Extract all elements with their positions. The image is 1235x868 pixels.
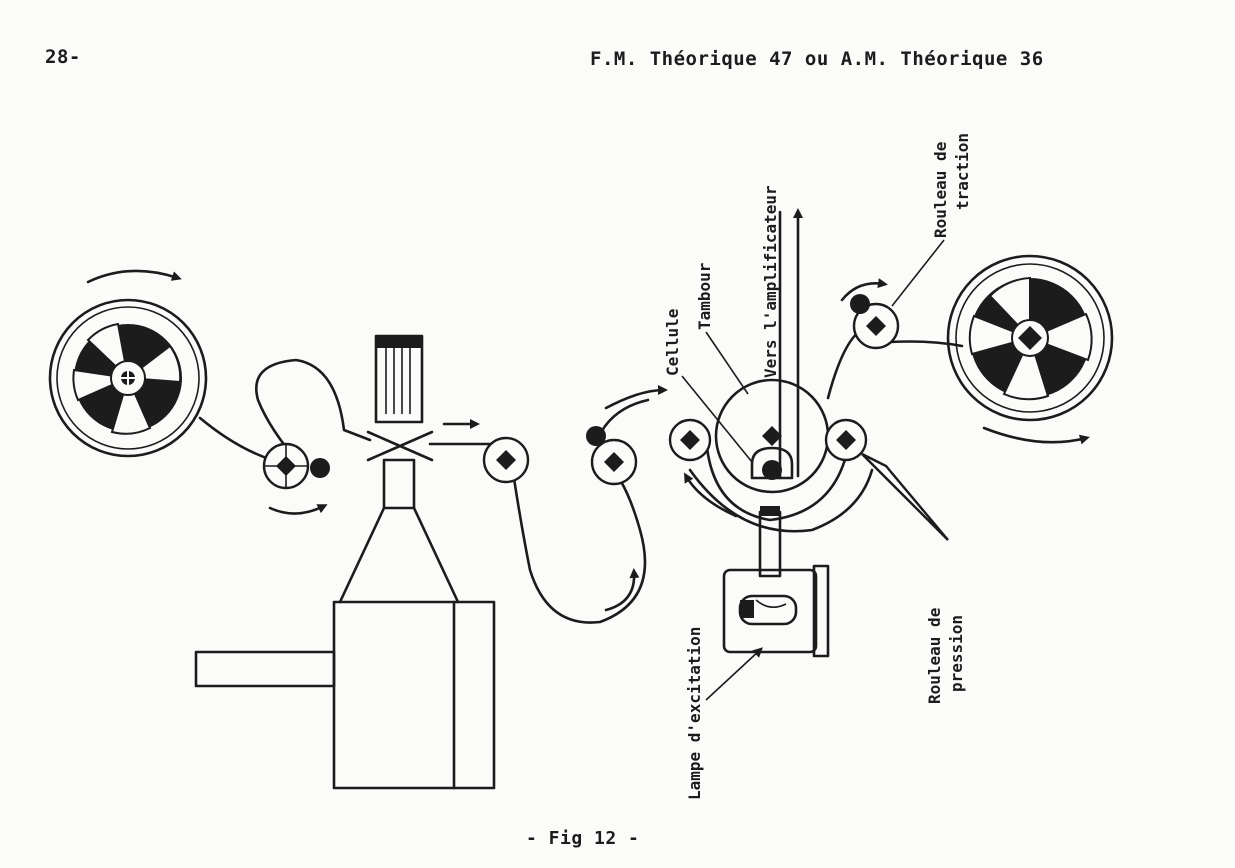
photo-cell: [750, 426, 794, 480]
label-rouleau-traction-2: traction: [953, 133, 972, 210]
label-cellule: Cellule: [663, 309, 682, 376]
projection-gate: [366, 430, 434, 462]
exciter-lamp: [722, 506, 830, 658]
sprocket-roller-1: [262, 442, 330, 490]
label-vers-amplificateur: Vers l'amplificateur: [761, 185, 780, 378]
drum-return-arrow: [683, 472, 738, 518]
film-strip-path: [198, 358, 650, 624]
label-rouleau-pression-1: Rouleau de: [925, 608, 944, 704]
projector-lamp-housing: [374, 334, 424, 424]
takeup-reel-rotation-arrow: [982, 426, 1090, 445]
supply-reel: [48, 298, 208, 458]
page-header-title: F.M. Théorique 47 ou A.M. Théorique 36: [590, 48, 1044, 70]
loop-arrow: [604, 568, 640, 612]
page-number: 28-: [45, 46, 81, 68]
tambour-pointer: [705, 331, 749, 395]
film-around-drum: [688, 434, 874, 533]
takeup-reel: [946, 254, 1114, 422]
label-lampe-excitation: Lampe d'excitation: [685, 627, 704, 800]
projector-lens-and-body: [194, 458, 496, 790]
feed-arrow-1: [268, 504, 328, 515]
label-tambour: Tambour: [695, 263, 714, 330]
traction-rotation-arrow: [840, 278, 888, 302]
sprocket-roller-2: [482, 436, 530, 484]
pressure-roller: [824, 418, 949, 541]
film-arrow-to-drum: [604, 385, 668, 410]
traction-roller: [850, 294, 900, 350]
traction-pointer: [891, 239, 945, 307]
amplifier-output-leads: [778, 212, 798, 480]
sprocket-roller-3: [586, 426, 638, 486]
figure-caption: - Fig 12 -: [526, 828, 640, 849]
label-rouleau-traction-1: Rouleau de: [931, 142, 950, 238]
exciter-lamp-pointer: [705, 647, 763, 701]
guide-roller-left: [668, 418, 712, 462]
cellule-pointer: [681, 375, 753, 463]
label-rouleau-pression-2: pression: [947, 615, 966, 692]
supply-reel-rotation-arrow: [86, 269, 182, 284]
